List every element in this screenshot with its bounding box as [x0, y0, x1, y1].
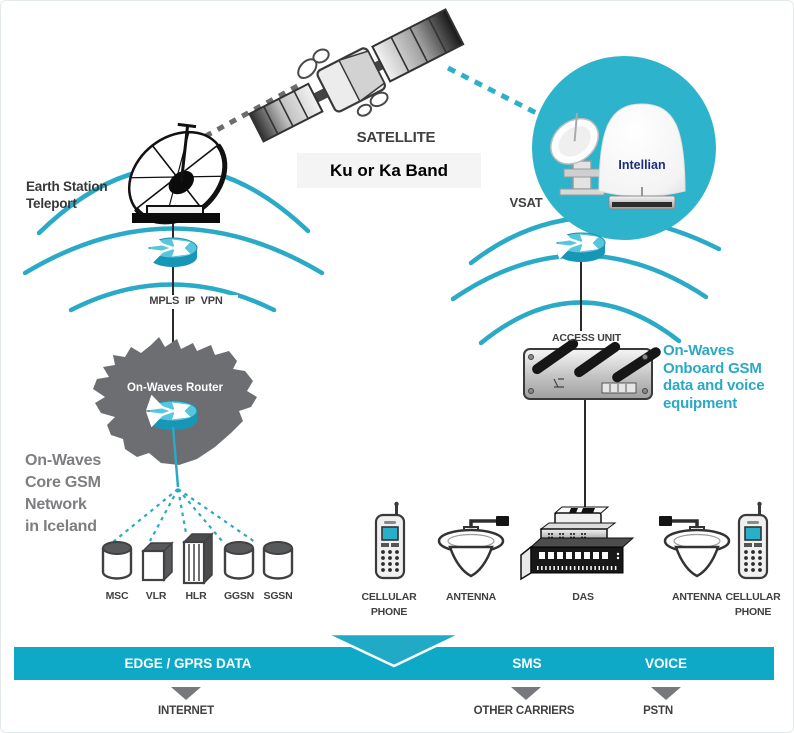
node-label-hlr: HLR — [185, 590, 207, 602]
earth-station-label: Earth Station Teleport — [26, 179, 108, 211]
device-label-antenna: ANTENNA — [672, 591, 722, 603]
device-label-cellular-phone: CELLULAR PHONE — [361, 591, 417, 618]
node-label-ggsn: GGSN — [223, 590, 255, 602]
node-label-vlr: VLR — [145, 590, 167, 602]
iceland-router-icon — [149, 401, 197, 430]
core-fan-dashed-lines — [112, 488, 256, 543]
intellian-brand-label: Intellian — [618, 158, 666, 172]
down-arrow-icon — [651, 687, 681, 700]
output-label-pstn: PSTN — [643, 705, 673, 717]
satellite-label: SATELLITE — [356, 129, 436, 146]
onwaves-router-label: On-Waves Router — [126, 382, 224, 394]
core-network-caption: On-Waves Core GSM Network in Iceland — [25, 452, 102, 535]
bar-segment-sms: SMS — [512, 656, 542, 671]
database-cylinder-icon — [223, 540, 255, 580]
node-label-msc: MSC — [105, 590, 129, 602]
vsat-router-icon — [557, 233, 605, 262]
down-arrow-icon — [171, 687, 201, 700]
core-link-line — [171, 426, 180, 488]
access-unit-label: ACCESS UNIT — [552, 332, 621, 344]
mpls-ip-vpn-label: MPLS IP VPN — [134, 295, 238, 309]
router-icon — [149, 238, 197, 267]
satellite-uplink-dashed-line — [446, 65, 552, 123]
onboard-equipment-caption: On-Waves Onboard GSM data and voice equi… — [663, 342, 765, 412]
antenna-dome-icon — [437, 514, 511, 578]
device-label-antenna: ANTENNA — [446, 591, 496, 603]
band-label: Ku or Ka Band — [297, 153, 481, 188]
database-cylinder-icon — [262, 540, 294, 580]
funnel-icon — [324, 632, 463, 668]
satellite-icon — [248, 8, 465, 143]
earth-station-dish-icon — [127, 122, 228, 225]
vsat-label: VSAT — [509, 195, 543, 210]
das-stack-icon — [520, 506, 635, 581]
access-unit-icon — [523, 338, 661, 400]
vsat-dome-icon — [550, 103, 686, 210]
antenna-dome-icon — [657, 514, 731, 578]
database-cylinder-icon — [101, 540, 133, 580]
hlr-rack-icon — [182, 532, 214, 585]
node-label-sgsn: SGSN — [263, 590, 293, 602]
device-label-cellular-phone: CELLULAR PHONE — [725, 591, 781, 618]
vlr-box-icon — [141, 541, 174, 582]
output-label-internet: INTERNET — [158, 705, 214, 717]
bar-segment-edge-gprs: EDGE / GPRS DATA — [124, 656, 252, 671]
cellular-phone-icon — [374, 500, 406, 580]
device-label-das: DAS — [572, 591, 594, 603]
cellular-phone-icon — [737, 500, 769, 580]
output-label-other-carriers: OTHER CARRIERS — [473, 705, 575, 717]
bar-segment-voice: VOICE — [644, 656, 687, 671]
down-arrow-icon — [511, 687, 541, 700]
satellite-downlink-dashed-line — [191, 80, 305, 146]
